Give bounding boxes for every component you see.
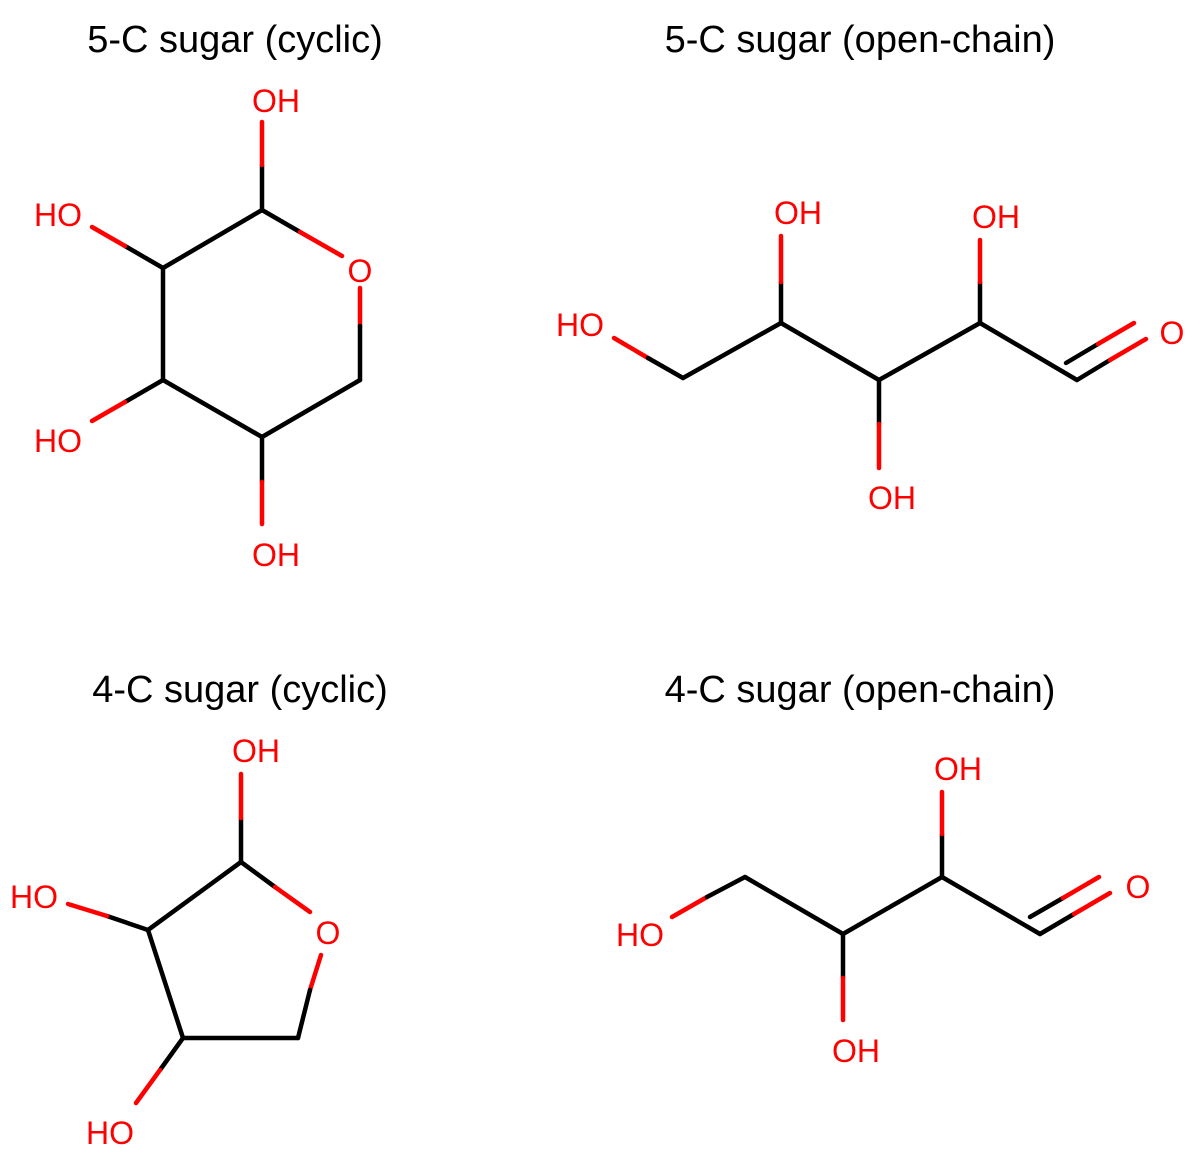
hydroxyl-label: OH (232, 733, 280, 769)
panel-title-4c-cyclic: 4-C sugar (cyclic) (92, 669, 388, 711)
hydroxyl-label: HO (10, 879, 58, 915)
hydroxyl-label: OH (972, 199, 1020, 235)
panel-4c-cyclic: 4-C sugar (cyclic) OH HO O (10, 669, 388, 1151)
carbonyl-oxygen-label: O (1160, 315, 1185, 351)
panel-title-5c-cyclic: 5-C sugar (cyclic) (87, 19, 383, 61)
bonds-5c-cyclic (89, 119, 363, 527)
carbonyl-oxygen-label: O (1126, 869, 1151, 905)
hydroxyl-label: HO (556, 307, 604, 343)
ring-oxygen-label: O (348, 253, 373, 289)
hydroxyl-label: HO (86, 1115, 134, 1151)
hydroxyl-label: OH (252, 83, 300, 119)
bonds-4c-cyclic (65, 771, 324, 1106)
hydroxyl-label: OH (832, 1033, 880, 1069)
panel-5c-cyclic: 5-C sugar (cyclic) (34, 19, 383, 573)
hydroxyl-label: OH (868, 480, 916, 516)
bonds-4c-open-chain (669, 789, 1113, 1023)
hydroxyl-label: OH (252, 537, 300, 573)
panel-title-5c-open-chain: 5-C sugar (open-chain) (665, 19, 1056, 61)
bonds-5c-open-chain (611, 233, 1149, 471)
hydroxyl-label: HO (34, 423, 82, 459)
hydroxyl-label: HO (34, 197, 82, 233)
panel-5c-open-chain: 5-C sugar (open-chain) (556, 19, 1184, 516)
hydroxyl-label: OH (774, 195, 822, 231)
panel-4c-open-chain: 4-C sugar (open-chain) OH O HO O (616, 669, 1150, 1069)
hydroxyl-label: HO (616, 917, 664, 953)
ring-oxygen-label: O (316, 915, 341, 951)
hydroxyl-label: OH (934, 751, 982, 787)
panel-title-4c-open-chain: 4-C sugar (open-chain) (665, 669, 1056, 711)
